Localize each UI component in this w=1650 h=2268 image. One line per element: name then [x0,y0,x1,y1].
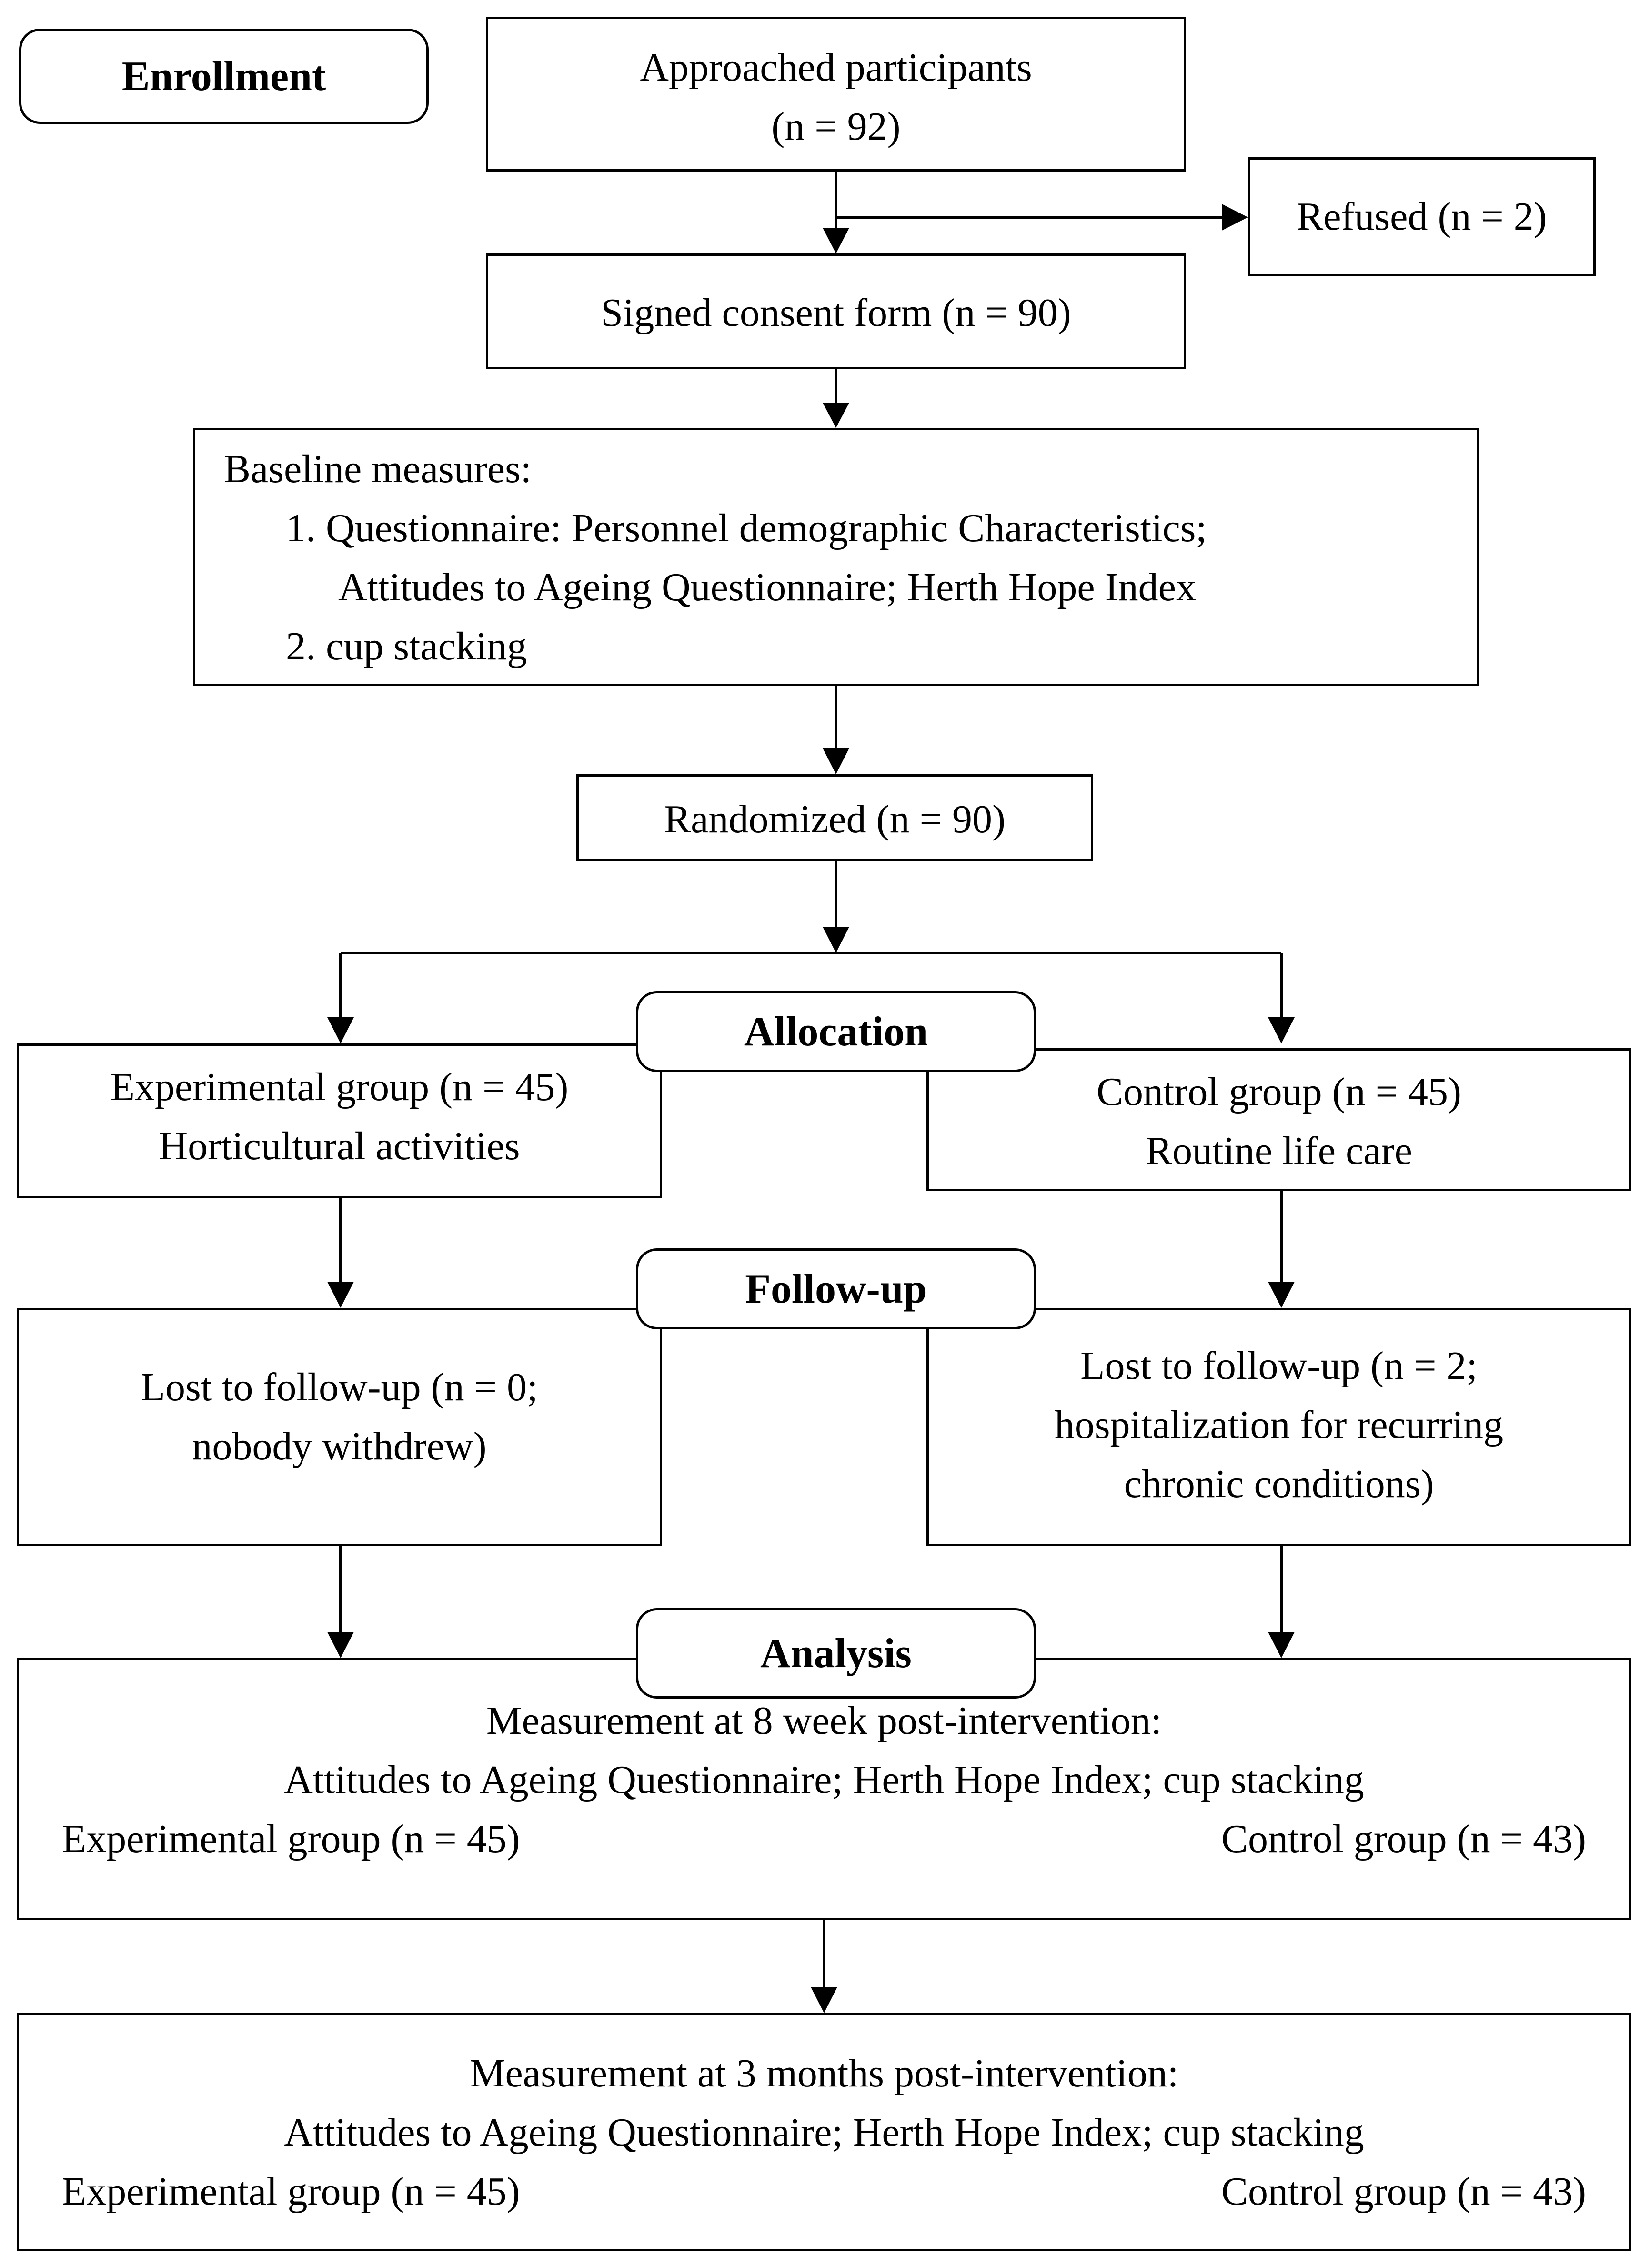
control-group-box: Control group (n = 45) Routine life care [926,1048,1631,1191]
refused-box: Refused (n = 2) [1248,157,1596,276]
randomized-box: Randomized (n = 90) [576,774,1093,861]
measure-8wk-experimental: Experimental group (n = 45) [62,1817,520,1861]
measure-3mo-line2: Attitudes to Ageing Questionnaire; Herth… [284,2110,1364,2155]
baseline-item1-line1: 1. Questionnaire: Personnel demographic … [286,506,1207,550]
lost-experimental-box: Lost to follow-up (n = 0; nobody withdre… [17,1308,662,1546]
lost-experimental-line2: nobody withdrew) [192,1424,487,1468]
randomized-label: Randomized (n = 90) [664,797,1006,841]
experimental-line2: Horticultural activities [159,1124,520,1168]
measurement-8-week-box: Measurement at 8 week post-intervention:… [17,1658,1631,1920]
measurement-3-months-box: Measurement at 3 months post-interventio… [17,2013,1631,2251]
stage-allocation: Allocation [636,991,1036,1072]
stage-enrollment-label: Enrollment [121,53,326,100]
lost-control-line2: hospitalization for recurring [1054,1403,1504,1447]
lost-control-line1: Lost to follow-up (n = 2; [1080,1344,1478,1388]
stage-follow-up-label: Follow-up [745,1266,927,1312]
measure-8wk-control: Control group (n = 43) [1221,1817,1586,1861]
baseline-item2: 2. cup stacking [286,624,527,668]
stage-enrollment: Enrollment [19,29,429,124]
measure-3mo-line1: Measurement at 3 months post-interventio… [469,2051,1179,2096]
lost-control-line3: chronic conditions) [1124,1462,1434,1506]
refused-label: Refused (n = 2) [1297,194,1547,239]
baseline-heading: Baseline measures: [224,447,532,491]
baseline-box: Baseline measures: 1. Questionnaire: Per… [193,428,1479,686]
stage-analysis: Analysis [636,1608,1036,1699]
stage-analysis-label: Analysis [760,1630,912,1677]
measure-8wk-line2: Attitudes to Ageing Questionnaire; Herth… [284,1758,1364,1802]
measure-3mo-control: Control group (n = 43) [1221,2169,1586,2214]
experimental-group-box: Experimental group (n = 45) Horticultura… [17,1043,662,1198]
approached-box: Approached participants (n = 92) [486,17,1186,172]
experimental-line1: Experimental group (n = 45) [110,1065,569,1109]
measure-3mo-experimental: Experimental group (n = 45) [62,2169,520,2214]
lost-control-box: Lost to follow-up (n = 2; hospitalizatio… [926,1308,1631,1546]
approached-line2: (n = 92) [771,104,901,149]
baseline-item1-line2: Attitudes to Ageing Questionnaire; Herth… [338,565,1196,609]
control-line1: Control group (n = 45) [1097,1070,1461,1114]
control-line2: Routine life care [1146,1129,1412,1173]
stage-allocation-label: Allocation [744,1008,928,1055]
stage-follow-up: Follow-up [636,1248,1036,1329]
measure-8wk-line1: Measurement at 8 week post-intervention: [486,1699,1162,1743]
approached-line1: Approached participants [640,45,1032,90]
consent-label: Signed consent form (n = 90) [601,291,1071,335]
consent-box: Signed consent form (n = 90) [486,253,1186,369]
lost-experimental-line1: Lost to follow-up (n = 0; [141,1365,538,1409]
